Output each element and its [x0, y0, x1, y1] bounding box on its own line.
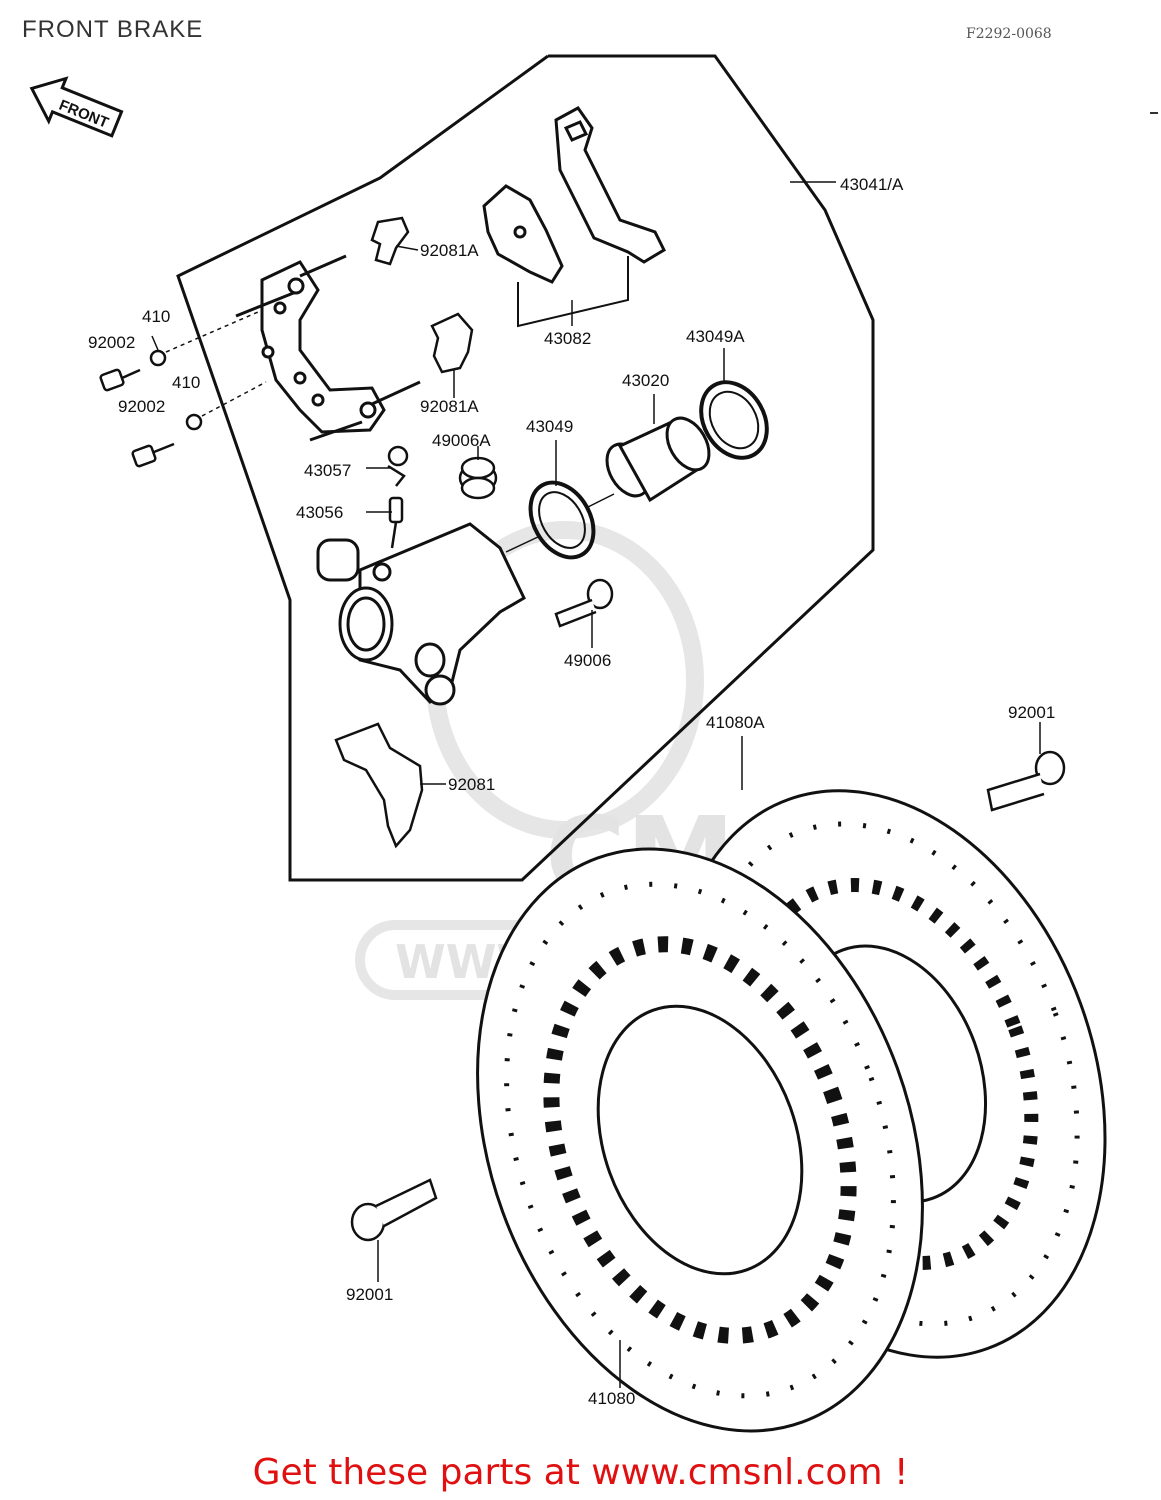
caliper-assembly-outline: [176, 54, 875, 882]
footer-link[interactable]: www.cmsnl.com: [591, 1452, 883, 1493]
caliper-body: [316, 522, 526, 706]
retainer-clip-upper: [370, 216, 410, 266]
footer-prefix: Get these parts at: [252, 1452, 592, 1493]
dust-seal-43049a: [699, 380, 769, 460]
piston-axis-line: [505, 535, 541, 553]
bolt-92002-a: [99, 368, 141, 392]
label-43057: 43057: [304, 461, 351, 480]
brake-pad-inner: [482, 184, 564, 284]
label-43056: 43056: [296, 503, 343, 522]
label-41080a: 41080A: [706, 713, 765, 732]
corner-mark: [1150, 112, 1158, 114]
label-41080: 41080: [588, 1389, 635, 1408]
footer-suffix: !: [882, 1452, 909, 1493]
brake-pad-outer: [554, 106, 666, 264]
parts-diagram: CMS WWW.CMSNL.COM FRONT: [29, 54, 1107, 1433]
front-arrow: FRONT: [29, 76, 124, 138]
label-410-a: 410: [142, 307, 170, 326]
label-92002-a: 92002: [88, 333, 135, 352]
brake-disc-41080: [476, 847, 924, 1433]
washer-410-a: [149, 349, 167, 367]
bleeder-cap-43057: [387, 445, 409, 487]
pad-bracket-line: [517, 256, 629, 328]
washer-410-b: [185, 413, 203, 431]
label-92081: 92081: [448, 775, 495, 794]
label-92081a-middle: 92081A: [420, 397, 479, 416]
caliper-bracket: [235, 254, 421, 442]
piston-43020: [605, 416, 711, 503]
bleeder-valve-43056: [388, 496, 404, 549]
label-92001-left: 92001: [346, 1285, 393, 1304]
diagram-reference-code: F2292-0068: [966, 26, 1052, 42]
page-title: FRONT BRAKE: [22, 16, 204, 43]
label-43082: 43082: [544, 329, 591, 348]
pad-spring-92081: [334, 722, 424, 849]
piston-seal-43049: [528, 480, 596, 560]
retainer-clip-middle: [430, 312, 474, 374]
label-43041a: 43041/A: [840, 175, 904, 194]
label-43020: 43020: [622, 371, 669, 390]
leader-lines: [151, 181, 1041, 1388]
caliper-bolt-49006: [554, 578, 614, 628]
bolt-92002-b: [131, 442, 175, 468]
label-92001-top: 92001: [1008, 703, 1055, 722]
label-410-b: 410: [172, 373, 200, 392]
label-49006a: 49006A: [432, 431, 491, 450]
disc-bolt-92001-top: [986, 750, 1066, 812]
label-43049a: 43049A: [686, 327, 745, 346]
disc-bolt-92001-left: [350, 1178, 438, 1242]
piston-axis-line-2: [585, 493, 615, 509]
label-92081a-upper: 92081A: [420, 241, 479, 260]
label-49006: 49006: [564, 651, 611, 670]
boot-49006a: [458, 456, 498, 500]
leader-lines-left: [165, 311, 267, 417]
label-92002-b: 92002: [118, 397, 165, 416]
label-43049: 43049: [526, 417, 573, 436]
footer-cta: Get these parts at www.cmsnl.com !: [0, 1452, 1161, 1493]
